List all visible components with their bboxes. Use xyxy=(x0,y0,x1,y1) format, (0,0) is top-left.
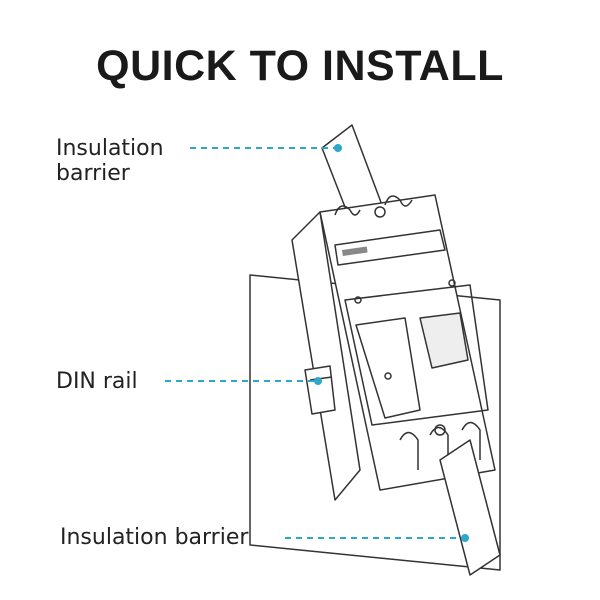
label-bottom-insulation-barrier: Insulation barrier xyxy=(60,525,249,550)
page-title: QUICK TO INSTALL xyxy=(96,42,504,90)
label-top-insulation-barrier: Insulation barrier xyxy=(56,136,164,186)
label-line: Insulation xyxy=(56,136,164,161)
label-din-rail: DIN rail xyxy=(56,369,138,394)
breaker-side xyxy=(291,211,361,501)
breaker-handle xyxy=(419,312,469,369)
bottom-insulation-barrier xyxy=(439,439,501,576)
label-line: barrier xyxy=(56,161,130,186)
breaker-front xyxy=(319,194,496,491)
